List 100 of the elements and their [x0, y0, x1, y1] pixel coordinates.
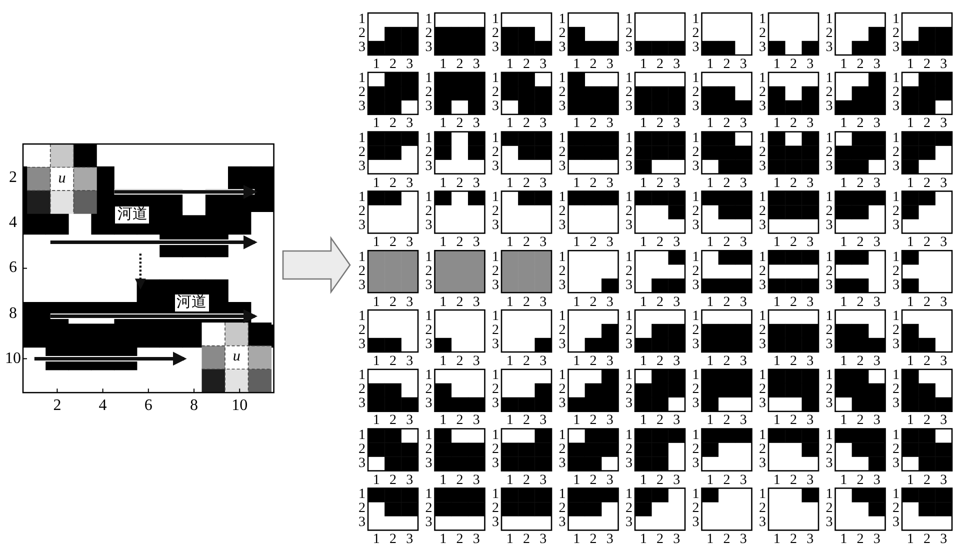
- axis-tick-label: 1: [558, 132, 566, 146]
- axis-tick-label: 3: [492, 278, 499, 293]
- axis-tick-label: 1: [692, 369, 700, 384]
- axis-tick-label: 3: [540, 117, 547, 132]
- axis-tick-label: 2: [856, 296, 864, 310]
- axis-tick-label: 2: [590, 414, 597, 428]
- axis-tick-label: 2: [723, 355, 730, 369]
- axis-tick-label: 1: [906, 236, 914, 250]
- axis-tick-label: 3: [358, 219, 366, 234]
- axis-tick-label: 1: [492, 488, 499, 502]
- axis-tick-label: 1: [506, 58, 514, 72]
- axis-tick-label: 1: [573, 236, 580, 250]
- axis-tick-label: 3: [540, 474, 547, 488]
- axis-tick-label: 1: [706, 355, 714, 369]
- axis-tick-label: 3: [406, 474, 414, 488]
- axis-tick-label: 1: [826, 72, 833, 86]
- axis-tick-label: 2: [892, 383, 900, 398]
- axis-tick-label: 2: [790, 176, 797, 191]
- axis-tick-label: 2: [856, 474, 864, 488]
- axis-tick-label: 3: [558, 100, 566, 114]
- axis-tick-label: 1: [692, 191, 700, 206]
- axis-tick-label: 2: [692, 86, 700, 100]
- axis-tick-label: 1: [906, 414, 914, 428]
- axis-tick-label: 3: [892, 160, 900, 174]
- axis-tick-label: 3: [472, 355, 480, 369]
- axis-tick-label: 2: [759, 27, 766, 41]
- axis-tick-label: 2: [790, 474, 797, 488]
- axis-tick-label: 1: [506, 414, 514, 428]
- axis-tick-label: 3: [892, 278, 900, 293]
- axis-tick-label: 3: [425, 41, 432, 55]
- axis-tick-label: 3: [558, 338, 566, 352]
- axis-tick-label: 1: [906, 176, 914, 191]
- axis-tick-label: 2: [492, 86, 499, 100]
- axis-tick-label: 1: [425, 488, 432, 502]
- axis-tick-label: 1: [640, 236, 647, 250]
- axis-tick-label: 1: [425, 428, 432, 443]
- axis-tick-label: 2: [759, 205, 766, 220]
- axis-tick-label: 1: [706, 296, 714, 310]
- axis-tick-label: 2: [656, 236, 664, 250]
- axis-tick-label: 4: [98, 398, 107, 414]
- axis-tick-label: 3: [873, 355, 880, 369]
- axis-tick-label: 3: [358, 160, 366, 174]
- axis-tick-label: 1: [759, 428, 766, 443]
- axis-tick-label: 1: [425, 132, 432, 146]
- axis-tick-label: 2: [759, 146, 766, 160]
- axis-tick-label: 3: [826, 41, 833, 55]
- axis-tick-label: 2: [692, 324, 700, 338]
- axis-tick-label: 1: [826, 310, 833, 324]
- axis-tick-label: 1: [492, 132, 499, 146]
- axis-tick-label: 3: [806, 58, 814, 72]
- axis-tick-label: 1: [759, 310, 766, 324]
- axis-tick-label: 2: [390, 236, 396, 250]
- axis-tick-label: 1: [892, 310, 900, 324]
- axis-tick-label: 3: [806, 355, 814, 369]
- axis-tick-label: 1: [759, 191, 766, 206]
- axis-tick-label: 3: [806, 117, 814, 132]
- axis-tick-label: 3: [626, 456, 632, 471]
- axis-tick-label: 3: [425, 397, 432, 412]
- axis-tick-label: 6: [144, 398, 152, 414]
- axis-tick-label: 1: [506, 296, 514, 310]
- axis-tick-label: 3: [492, 397, 499, 412]
- channel-label: 河道: [115, 206, 150, 224]
- axis-tick-label: 1: [573, 474, 580, 488]
- axis-tick-label: 1: [840, 414, 848, 428]
- axis-tick-label: 1: [840, 533, 848, 548]
- axis-tick-label: 8: [190, 398, 198, 414]
- axis-tick-label: 3: [673, 355, 680, 369]
- axis-tick-label: 2: [523, 296, 530, 310]
- axis-tick-label: 3: [626, 41, 632, 55]
- axis-tick-label: 3: [873, 296, 880, 310]
- axis-tick-label: 2: [425, 27, 432, 41]
- axis-tick-label: 2: [456, 236, 464, 250]
- axis-tick-label: 2: [492, 502, 499, 516]
- axis-tick-label: 1: [826, 191, 833, 206]
- axis-tick-label: 1: [826, 488, 833, 502]
- axis-tick-label: 1: [840, 236, 848, 250]
- axis-tick-label: 2: [826, 502, 833, 516]
- axis-tick-label: 3: [425, 516, 432, 530]
- axis-tick-label: 1: [906, 296, 914, 310]
- axis-tick-label: 2: [456, 58, 464, 72]
- axis-tick-label: 2: [692, 146, 700, 160]
- axis-tick-label: 2: [626, 27, 632, 41]
- axis-tick-label: 2: [358, 324, 366, 338]
- axis-tick-label: 2: [723, 296, 730, 310]
- axis-tick-label: 3: [558, 516, 566, 530]
- axis-tick-label: 1: [425, 191, 432, 206]
- axis-tick-label: 2: [656, 414, 664, 428]
- axis-tick-label: 3: [673, 236, 680, 250]
- axis-tick-label: 2: [590, 533, 597, 548]
- axis-tick-label: 2: [892, 27, 900, 41]
- axis-tick-label: 1: [759, 72, 766, 86]
- axis-tick-label: 1: [506, 236, 514, 250]
- axis-tick-label: 2: [759, 324, 766, 338]
- axis-tick-label: 1: [626, 191, 632, 206]
- axis-tick-label: 1: [626, 488, 632, 502]
- axis-tick-label: 2: [924, 414, 930, 428]
- axis-tick-label: 2: [790, 236, 797, 250]
- axis-tick-label: 1: [892, 13, 900, 27]
- axis-tick-label: 1: [840, 355, 848, 369]
- axis-tick-label: 3: [358, 100, 366, 114]
